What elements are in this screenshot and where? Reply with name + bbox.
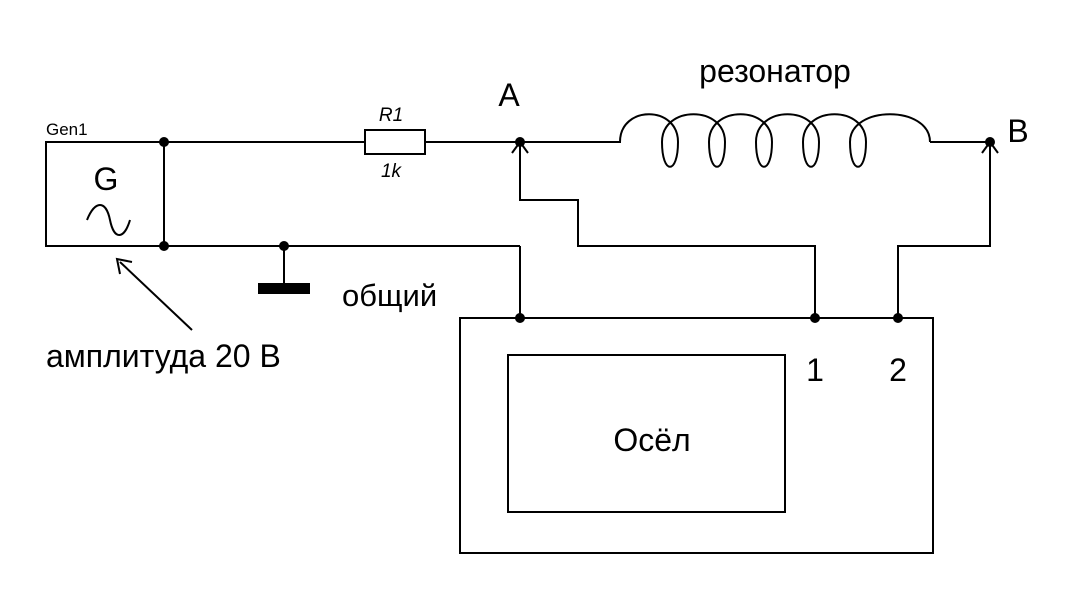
amplitude-arrow-head	[115, 257, 133, 275]
resistor-ref: R1	[379, 105, 403, 126]
oscilloscope-screen	[507, 354, 786, 513]
resonator-label: резонатор	[699, 53, 851, 89]
sine-wave-icon	[86, 204, 131, 236]
amplitude-arrow-shaft	[119, 261, 193, 331]
resistor-body	[364, 129, 426, 155]
resistor-value: 1k	[381, 161, 403, 182]
junction-dot	[279, 241, 289, 251]
amplitude-note: амплитуда 20 В	[46, 338, 281, 374]
junction-dot	[985, 137, 995, 147]
generator-symbol: G	[94, 161, 119, 197]
channel-2-label: 2	[889, 352, 907, 388]
junction-dot	[159, 137, 169, 147]
oscilloscope-label: Осёл	[613, 422, 690, 458]
wire-b-to-ch2	[897, 142, 991, 318]
generator-ref: Gen1	[46, 120, 88, 139]
node-a-label: A	[498, 77, 520, 113]
ground-label: общий	[342, 278, 437, 313]
generator: Gen1 G	[45, 120, 165, 247]
junction-dot	[159, 241, 169, 251]
ground-bar	[258, 283, 310, 294]
oscilloscope-box	[459, 317, 934, 554]
junction-dot	[515, 313, 525, 323]
oscilloscope: Осёл 1 2	[459, 317, 934, 554]
channel-1-label: 1	[806, 352, 824, 388]
junction-dots	[159, 137, 995, 323]
node-b-label: B	[1007, 113, 1028, 149]
resonator-coil: резонатор	[610, 53, 931, 168]
ground-symbol	[258, 246, 310, 294]
resistor-r1: R1 1k	[364, 105, 426, 182]
junction-dot	[515, 137, 525, 147]
coil-turns	[610, 113, 931, 168]
wire-a-to-ch1	[519, 142, 816, 318]
junction-dot	[810, 313, 820, 323]
junction-dot	[893, 313, 903, 323]
